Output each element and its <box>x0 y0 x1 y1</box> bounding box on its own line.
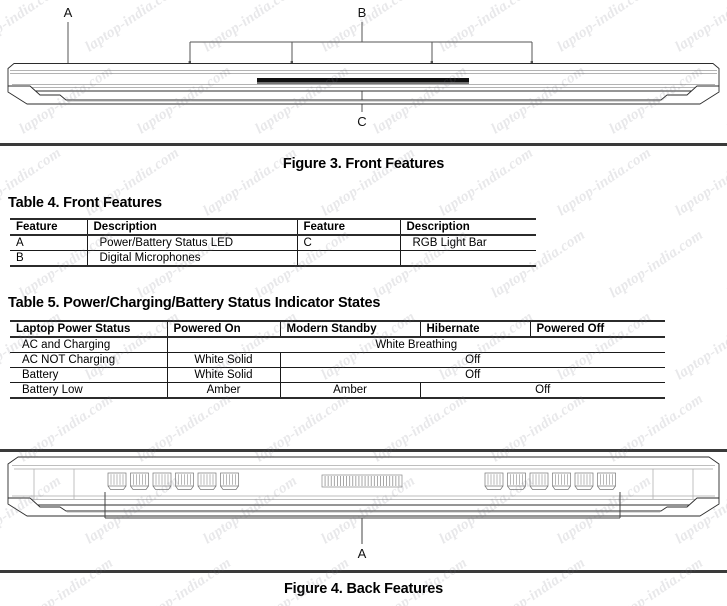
center-grille <box>321 474 403 488</box>
table4-header-feature-2: Feature <box>296 218 401 236</box>
table5-cell-state: White Solid <box>166 352 281 368</box>
table5-cell-state: White Solid <box>166 367 281 383</box>
table5-header-row: Laptop Power Status Powered On Modern St… <box>10 320 665 338</box>
table4-header-description-2: Description <box>399 218 536 236</box>
figure-front-features: A B C <box>0 0 727 140</box>
divider-above-figure4 <box>0 449 727 452</box>
table-power-status-indicator-states: Laptop Power Status Powered On Modern St… <box>10 320 665 399</box>
divider-above-figure4-caption <box>0 570 727 573</box>
callout-label-b: B <box>357 5 367 20</box>
table4-cell-feature: C <box>296 234 401 251</box>
callout-label-a: A <box>63 5 73 20</box>
table5-cell-state: Amber <box>166 382 281 399</box>
table5-caption: Table 5. Power/Charging/Battery Status I… <box>8 295 381 311</box>
table4-cell-description: Digital Microphones <box>86 250 298 267</box>
vent-group-left <box>107 472 239 490</box>
table5-cell-status: AC and Charging <box>10 336 168 353</box>
table5-cell-state: Off <box>279 352 665 368</box>
table4-header-feature-1: Feature <box>10 218 88 236</box>
figure-back-features: A <box>0 452 727 570</box>
table4-cell-feature: B <box>10 250 88 267</box>
table4-cell-feature: A <box>10 234 88 251</box>
table5-header-laptop-power-status: Laptop Power Status <box>10 320 168 338</box>
table5-header-hibernate: Hibernate <box>419 320 531 338</box>
rgb-light-bar <box>257 78 469 83</box>
table5-cell-state: Off <box>279 367 665 383</box>
table4-cell-description <box>399 250 536 267</box>
table4-header-row: Feature Description Feature Description <box>10 218 536 236</box>
divider-above-figure3-caption <box>0 143 727 146</box>
table4-header-description-1: Description <box>86 218 298 236</box>
table-row: A Power/Battery Status LED C RGB Light B… <box>10 234 536 251</box>
table5-cell-state: White Breathing <box>166 336 665 353</box>
table5-header-modern-standby: Modern Standby <box>279 320 421 338</box>
table5-cell-state: Off <box>419 382 665 399</box>
table-row: B Digital Microphones <box>10 250 536 267</box>
vent-group-right <box>484 472 616 490</box>
table-front-features: Feature Description Feature Description … <box>10 218 536 267</box>
watermark-text: laptop-india.com <box>606 226 707 302</box>
digital-microphone-dots <box>188 61 533 64</box>
table5-header-powered-off: Powered Off <box>529 320 665 338</box>
table4-caption: Table 4. Front Features <box>8 195 162 211</box>
back-view-drawing <box>7 456 720 544</box>
figure3-caption: Figure 3. Front Features <box>282 156 445 172</box>
table4-cell-description: RGB Light Bar <box>399 234 536 251</box>
table4-cell-feature <box>296 250 401 267</box>
callout-label-a: A <box>357 546 367 561</box>
watermark-text: laptop-india.com <box>672 308 727 384</box>
table5-cell-status: AC NOT Charging <box>10 352 168 368</box>
table4-cell-description: Power/Battery Status LED <box>86 234 298 251</box>
callout-label-c: C <box>357 114 367 129</box>
table5-cell-state: Amber <box>279 382 421 399</box>
front-view-drawing <box>7 22 720 112</box>
table5-cell-status: Battery <box>10 367 168 383</box>
figure4-caption: Figure 4. Back Features <box>284 581 443 597</box>
table5-header-powered-on: Powered On <box>166 320 281 338</box>
table5-cell-status: Battery Low <box>10 382 168 399</box>
